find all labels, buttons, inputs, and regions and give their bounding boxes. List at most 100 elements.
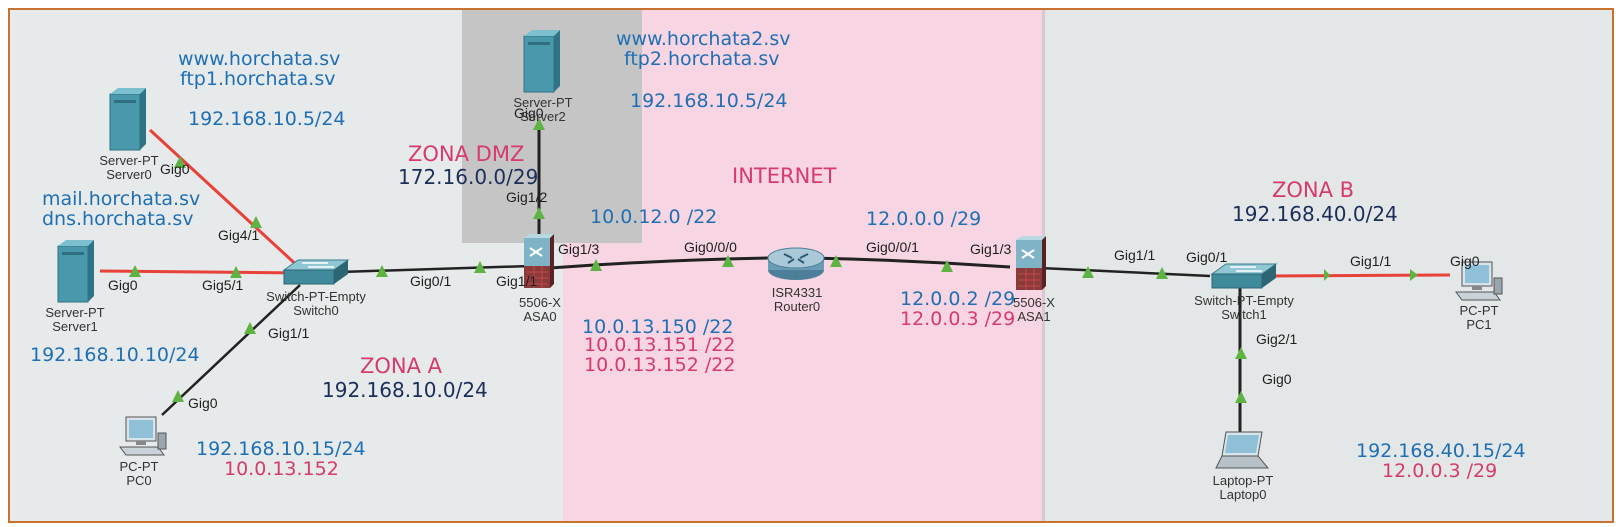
router0-name: Router0 (773, 299, 821, 315)
server2-name: Server2 (520, 109, 566, 125)
laptop0-icon[interactable] (1214, 430, 1270, 472)
port-indicator (172, 390, 184, 402)
port-indicator (230, 266, 242, 278)
router0-caption: ISR4331 Router0 (764, 285, 830, 315)
pc0-icon[interactable] (118, 415, 170, 459)
link-asa1-switch1 (1039, 266, 1211, 278)
pc1-caption: PC-PT PC1 (1454, 303, 1504, 333)
pc0-nat-label: 10.0.13.152 (224, 458, 339, 480)
server0-www-label: www.horchata.sv (178, 48, 341, 70)
server2-type: Server-PT (513, 95, 573, 110)
asa1-ip1-label: 12.0.0.2 /29 (900, 288, 1016, 310)
pc0-ip-label: 192.168.10.15/24 (196, 438, 366, 460)
asa1-name: ASA1 (1017, 309, 1051, 325)
port-label: Gig1/1 (496, 273, 538, 289)
network-links (99, 118, 1451, 432)
server2-ip-label: 192.168.10.5/24 (630, 90, 788, 112)
asa1-icon[interactable] (1014, 236, 1048, 292)
router-net-label: 12.0.0.0 /29 (866, 208, 982, 230)
pc1-type: PC-PT (1459, 303, 1499, 318)
port-label: Gig1/1 (1114, 247, 1156, 263)
server1-ip-label: 192.168.10.10/24 (30, 344, 200, 366)
asa1-type: 5506-X (1013, 295, 1055, 310)
switch1-name: Switch1 (1221, 307, 1267, 323)
pc1-name: PC1 (1466, 317, 1492, 333)
asa0-icon[interactable] (522, 234, 556, 290)
router0-icon[interactable] (766, 244, 828, 282)
port-label: Gig0/1 (1186, 249, 1228, 265)
server0-ip-label: 192.168.10.5/24 (188, 108, 346, 130)
port-indicator (376, 265, 388, 277)
pc0-name: PC0 (126, 473, 152, 489)
laptop-nat-label: 12.0.0.3 /29 (1382, 460, 1498, 482)
asa0-net-label: 10.0.12.0 /22 (590, 206, 718, 228)
zone-internet-name: INTERNET (732, 164, 837, 188)
port-label: Gig5/1 (202, 277, 244, 293)
server2-icon[interactable] (522, 30, 562, 94)
port-label: Gig0/1 (410, 273, 452, 289)
port-label: Gig0 (188, 395, 218, 411)
port-label: Gig1/1 (268, 325, 310, 341)
port-label: Gig1/1 (1350, 253, 1392, 269)
server1-dns-label: dns.horchata.sv (42, 208, 194, 230)
asa1-ip2-label: 12.0.0.3 /29 (900, 308, 1016, 330)
topology-canvas[interactable]: ZONA DMZ 172.16.0.0/29 INTERNET ZONA A 1… (8, 8, 1614, 523)
server2-caption: Server-PT Server2 (508, 95, 578, 125)
port-label: Gig1/3 (558, 241, 600, 257)
asa0-ip2-label: 10.0.13.151 /22 (584, 334, 736, 356)
port-indicator (533, 118, 545, 130)
server0-icon[interactable] (108, 88, 148, 152)
port-indicator (129, 265, 141, 277)
laptop-ip-label: 192.168.40.15/24 (1356, 440, 1526, 462)
server1-mail-label: mail.horchata.sv (42, 188, 201, 210)
switch1-caption: Switch-PT-Empty Switch1 (1186, 293, 1302, 323)
link-server1-switch0 (99, 269, 303, 275)
asa0-name: ASA0 (523, 309, 557, 325)
port-label: Gig0 (160, 161, 190, 177)
pc0-type: PC-PT (119, 459, 159, 474)
pc1-icon[interactable] (1454, 260, 1506, 304)
port-label: Gig0/0/0 (684, 239, 737, 255)
zone-b-area (1043, 10, 1612, 521)
port-label: Gig0 (1262, 371, 1292, 387)
port-label: Gig4/1 (218, 227, 260, 243)
switch0-name: Switch0 (293, 303, 339, 319)
port-label: Gig0 (514, 105, 544, 121)
link-switch0-pc0 (161, 284, 301, 416)
switch0-icon[interactable] (282, 258, 350, 288)
laptop0-name: Laptop0 (1219, 487, 1267, 503)
port-label: Gig2/1 (1256, 331, 1298, 347)
server1-name: Server1 (52, 319, 98, 335)
asa0-type: 5506-X (519, 295, 561, 310)
port-label: Gig1/2 (506, 189, 548, 205)
port-indicator (1324, 269, 1330, 281)
port-indicator (722, 255, 734, 267)
link-switch0-asa0 (339, 264, 531, 274)
server0-name: Server0 (106, 167, 152, 183)
server0-type: Server-PT (99, 153, 159, 168)
laptop0-caption: Laptop-PT Laptop0 (1208, 473, 1278, 503)
port-indicator (830, 255, 842, 267)
zone-a-network: 192.168.10.0/24 (322, 378, 488, 402)
server1-icon[interactable] (56, 240, 96, 304)
zone-a-name: ZONA A (360, 354, 443, 378)
switch1-icon[interactable] (1210, 262, 1278, 292)
switch0-type: Switch-PT-Empty (266, 289, 366, 304)
laptop0-type: Laptop-PT (1212, 473, 1274, 488)
link-server0-switch0 (148, 128, 304, 272)
zone-dmz-name: ZONA DMZ (408, 142, 525, 166)
port-indicator (533, 207, 545, 219)
port-indicator (1082, 266, 1094, 278)
pc0-caption: PC-PT PC0 (114, 459, 164, 489)
server2-www-label: www.horchata2.sv (616, 28, 791, 50)
port-indicator (941, 260, 953, 272)
port-indicator (474, 261, 486, 273)
port-indicator (1156, 267, 1168, 279)
port-label: Gig0 (1450, 253, 1480, 269)
link-asa0-router0 (549, 256, 769, 270)
zone-b-network: 192.168.40.0/24 (1232, 202, 1398, 226)
port-indicator (174, 156, 186, 168)
port-indicator (1235, 391, 1247, 403)
port-label: Gig0/0/1 (866, 239, 919, 255)
switch0-caption: Switch-PT-Empty Switch0 (258, 289, 374, 319)
